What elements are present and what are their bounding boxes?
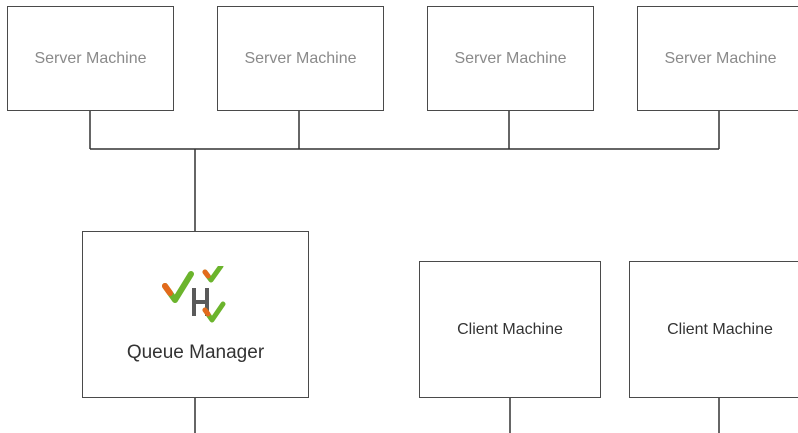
client-machine-label: Client Machine [667, 320, 773, 338]
server-machine-label: Server Machine [454, 49, 567, 67]
server-machine-3[interactable]: Server Machine [427, 6, 594, 111]
queue-manager-label: Queue Manager [126, 341, 265, 363]
server-machine-label: Server Machine [244, 49, 357, 67]
server-machine-1[interactable]: Server Machine [7, 6, 174, 111]
server-machine-label: Server Machine [34, 49, 147, 67]
server-machine-label: Server Machine [664, 49, 777, 67]
client-machine-label: Client Machine [457, 320, 563, 338]
server-machine-4[interactable]: Server Machine [637, 6, 798, 111]
client-machine-2[interactable]: Client Machine [629, 261, 798, 398]
queue-manager-node[interactable]: Queue Manager [82, 231, 309, 398]
client-machine-1[interactable]: Client Machine [419, 261, 601, 398]
server-machine-2[interactable]: Server Machine [217, 6, 384, 111]
queue-manager-logo-icon [161, 265, 225, 322]
